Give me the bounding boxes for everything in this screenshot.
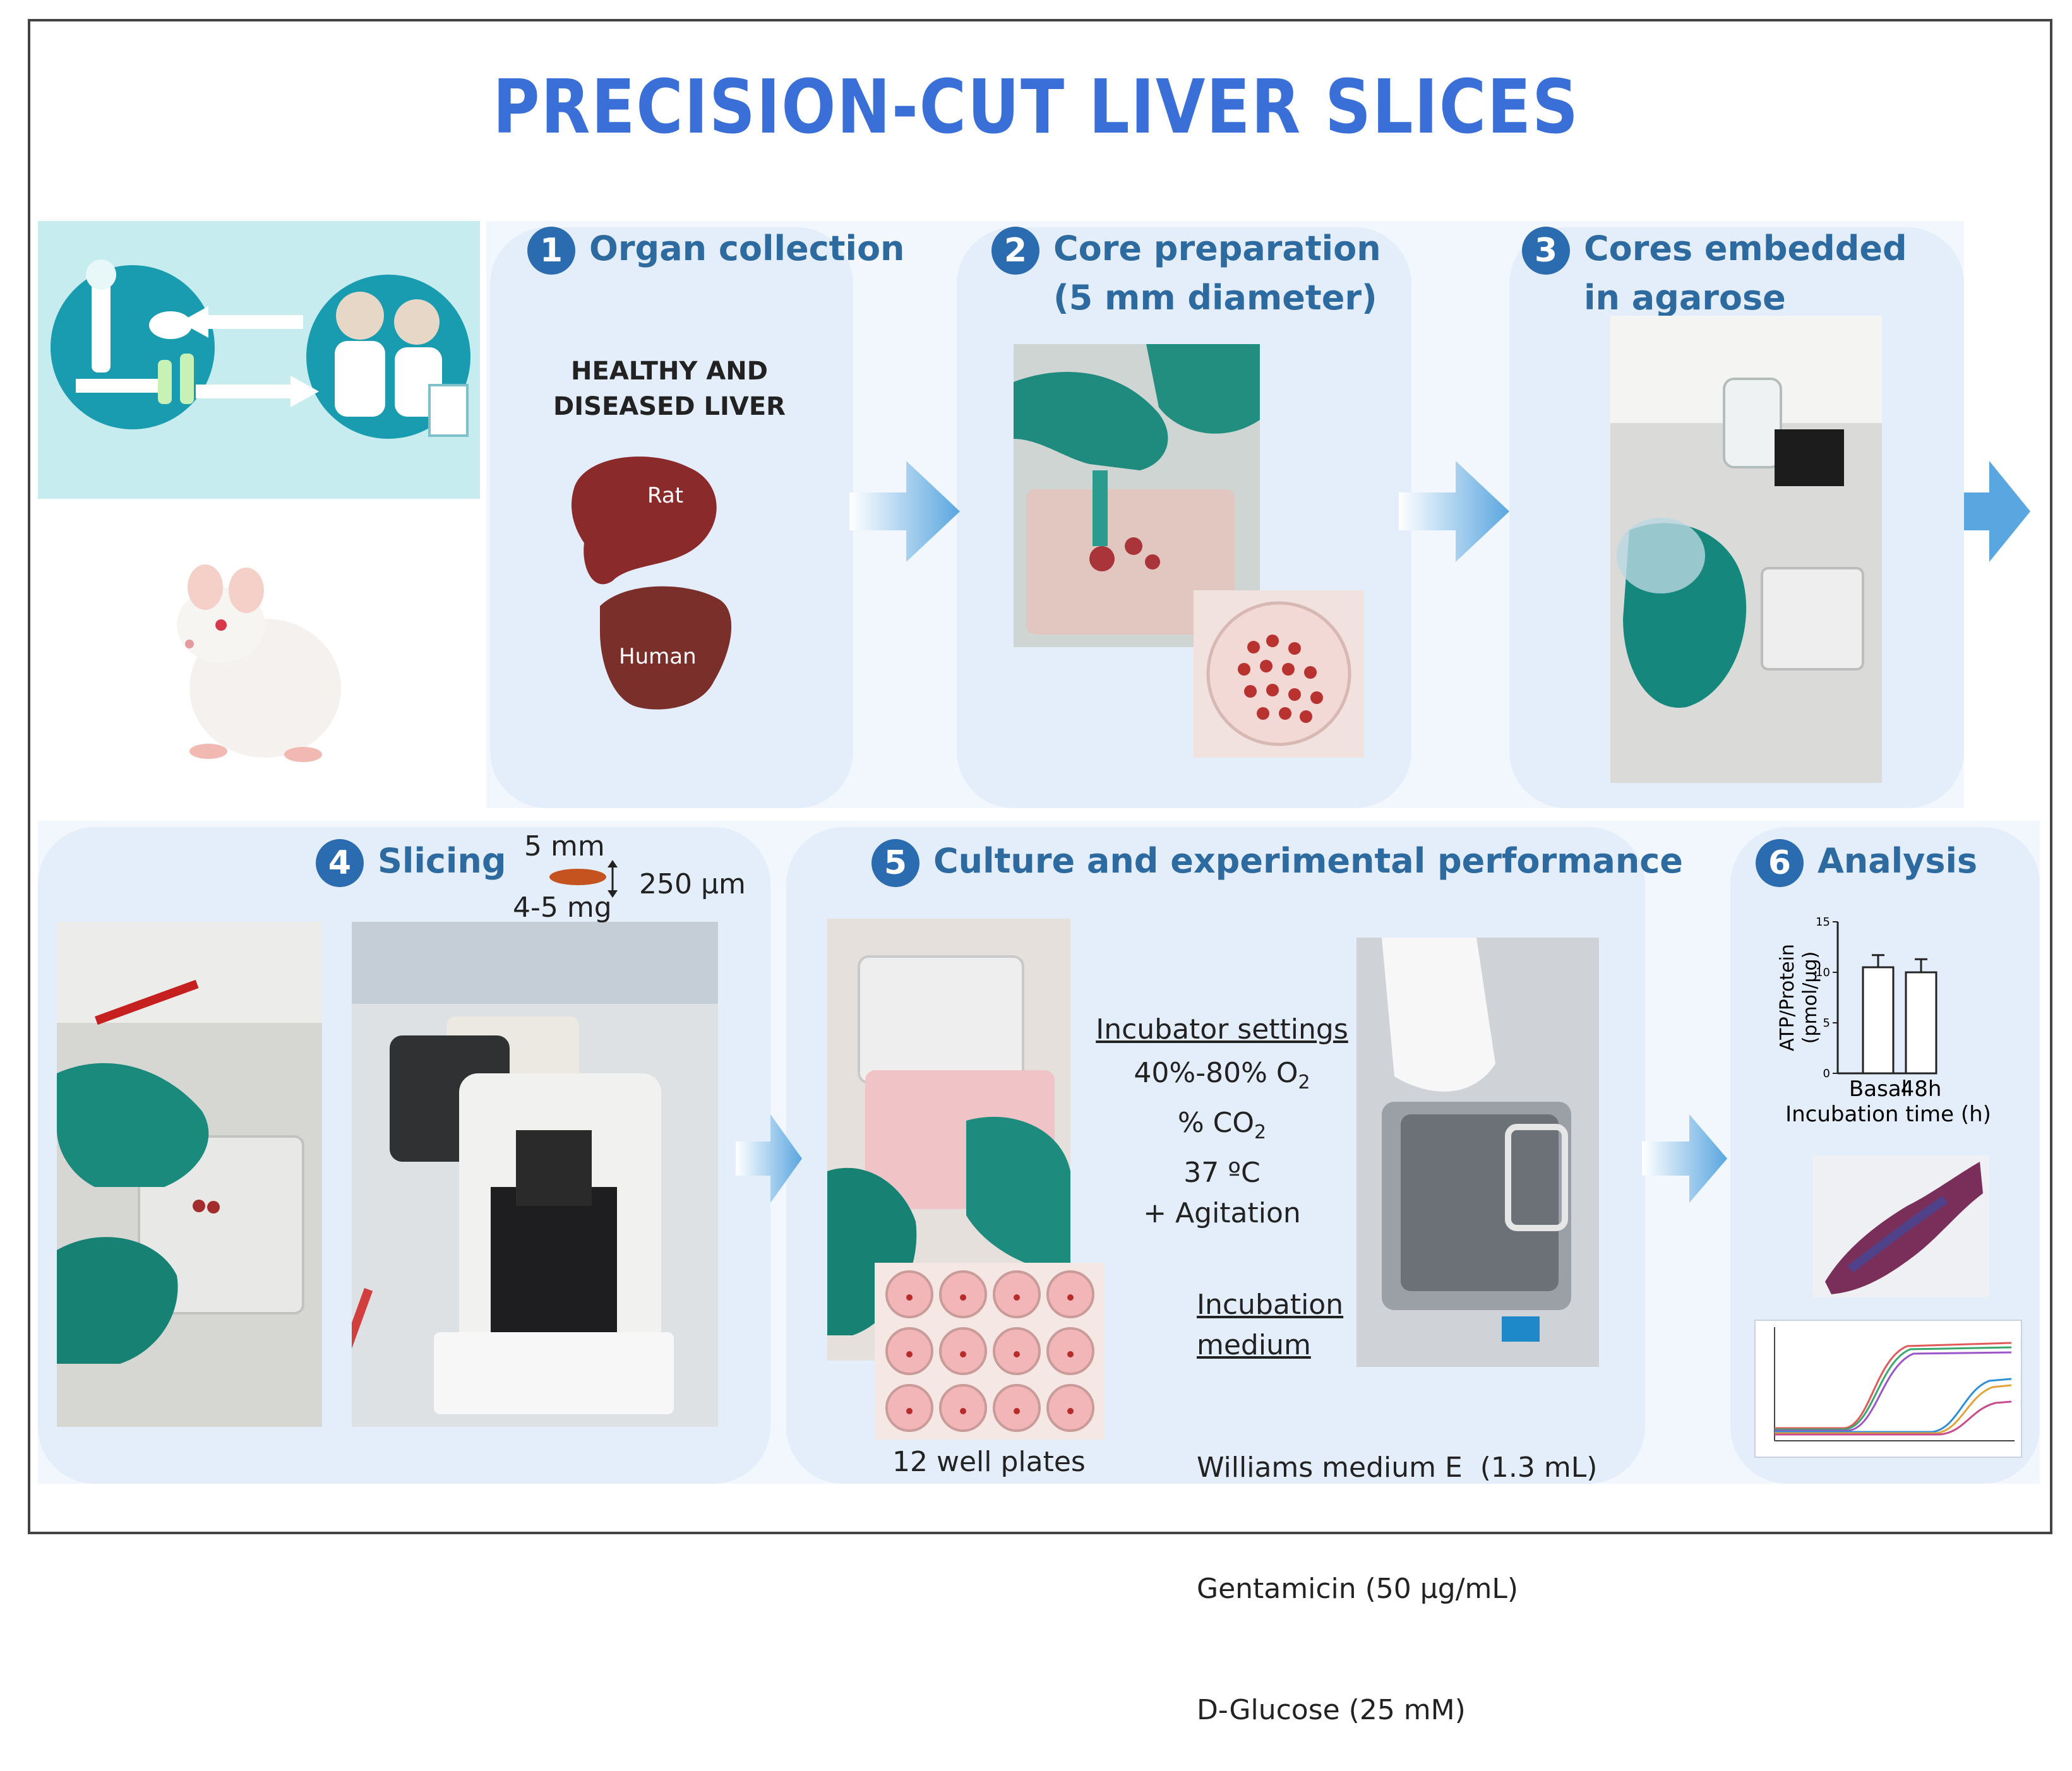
liver-samples-photo (562, 442, 764, 720)
step-label: Slicing (378, 841, 506, 881)
step-number-badge: 4 (316, 839, 364, 887)
incubator-setting: % CO2 (1177, 1106, 1267, 1143)
core-preparation-photo (1014, 344, 1260, 647)
step-number-badge: 5 (871, 839, 919, 887)
slice-disc-graphic (549, 869, 606, 885)
step-label: Core preparation (5 mm diameter) (1053, 229, 1381, 318)
step-number-badge: 6 (1756, 839, 1804, 887)
slicing-prep-photo (57, 922, 322, 1427)
y-tick-label: 5 (1823, 1017, 1830, 1030)
step-1-header: 1 Organ collection (527, 224, 905, 275)
histology-image (1812, 1155, 1989, 1297)
incubator-setting: 40%-80% O2 (1134, 1057, 1310, 1094)
incubator-settings-list: 40%-80% O2 % CO2 37 ºC + Agitation (1093, 1053, 1351, 1234)
incubator-setting: 37 ºC (1183, 1156, 1261, 1189)
step-number-badge: 1 (527, 227, 575, 275)
cores-dish-photo (1194, 590, 1364, 758)
slice-diameter-label: 5 mm (524, 830, 605, 862)
organ-heading: HEALTHY AND DISEASED LIVER (553, 357, 786, 421)
process-arrow-icon (1964, 461, 2030, 562)
rat-liver-label: Rat (647, 483, 684, 508)
medium-component: Williams medium E (1.3 mL) (1197, 1452, 1598, 1484)
process-arrow-icon (1642, 1114, 1727, 1203)
well-plate-caption: 12 well plates (892, 1446, 1086, 1478)
vibratome-photo (352, 922, 718, 1427)
step-label: Culture and experimental performance (933, 841, 1683, 881)
x-axis-label: Incubation time (h) (1785, 1102, 1991, 1127)
medium-component: D-Glucose (25 mM) (1197, 1694, 1466, 1726)
incubator-settings-title: Incubator settings (1096, 1013, 1348, 1046)
agarose-embedding-photo (1610, 316, 1882, 783)
step-4-header: 4 Slicing (316, 837, 506, 887)
step-label: Analysis (1817, 841, 1978, 881)
step-label: Cores embedded in agarose (1584, 229, 1907, 318)
slice-thickness-label: 250 µm (639, 868, 746, 900)
step-number-badge: 3 (1522, 227, 1570, 275)
y-axis-label: ATP/Protein(pmol/µg) (1776, 944, 1821, 1051)
y-tick-label: 10 (1816, 966, 1830, 979)
incubation-medium-list: Williams medium E (1.3 mL) Gentamicin (5… (1197, 1367, 1597, 1771)
medium-component: Gentamicin (50 µg/mL) (1197, 1573, 1519, 1605)
x-tick-label: Basal (1849, 1076, 1907, 1102)
y-tick-label: 0 (1823, 1067, 1830, 1080)
slice-weight-label: 4-5 mg (513, 891, 612, 924)
research-clinic-illustration (38, 221, 480, 499)
step-number-badge: 2 (991, 227, 1039, 275)
step-label: Organ collection (589, 229, 905, 268)
thickness-arrow-icon (608, 860, 618, 898)
step-3-header: 3 Cores embedded in agarose (1522, 224, 1907, 323)
y-tick-label: 15 (1816, 915, 1830, 929)
step-2-header: 2 Core preparation (5 mm diameter) (991, 224, 1381, 323)
human-liver-label: Human (619, 644, 697, 669)
bar (1905, 971, 1937, 1075)
qpcr-amplification-plot (1754, 1320, 2022, 1458)
well-plate-photo (875, 1263, 1105, 1440)
incubation-medium-title: Incubation medium (1197, 1289, 1344, 1361)
step-5-header: 5 Culture and experimental performance (871, 837, 1683, 887)
incubator-photo (1356, 938, 1599, 1367)
incubator-setting: + Agitation (1143, 1196, 1301, 1229)
rat-photo (145, 543, 366, 777)
bar (1862, 966, 1895, 1075)
process-arrow-icon (736, 1114, 802, 1203)
process-arrow-icon (849, 461, 960, 562)
x-tick-label: 48h (1901, 1076, 1942, 1102)
step-6-header: 6 Analysis (1756, 837, 1977, 887)
process-arrow-icon (1399, 461, 1509, 562)
figure-title: PRECISION-CUT LIVER SLICES (493, 63, 1579, 150)
